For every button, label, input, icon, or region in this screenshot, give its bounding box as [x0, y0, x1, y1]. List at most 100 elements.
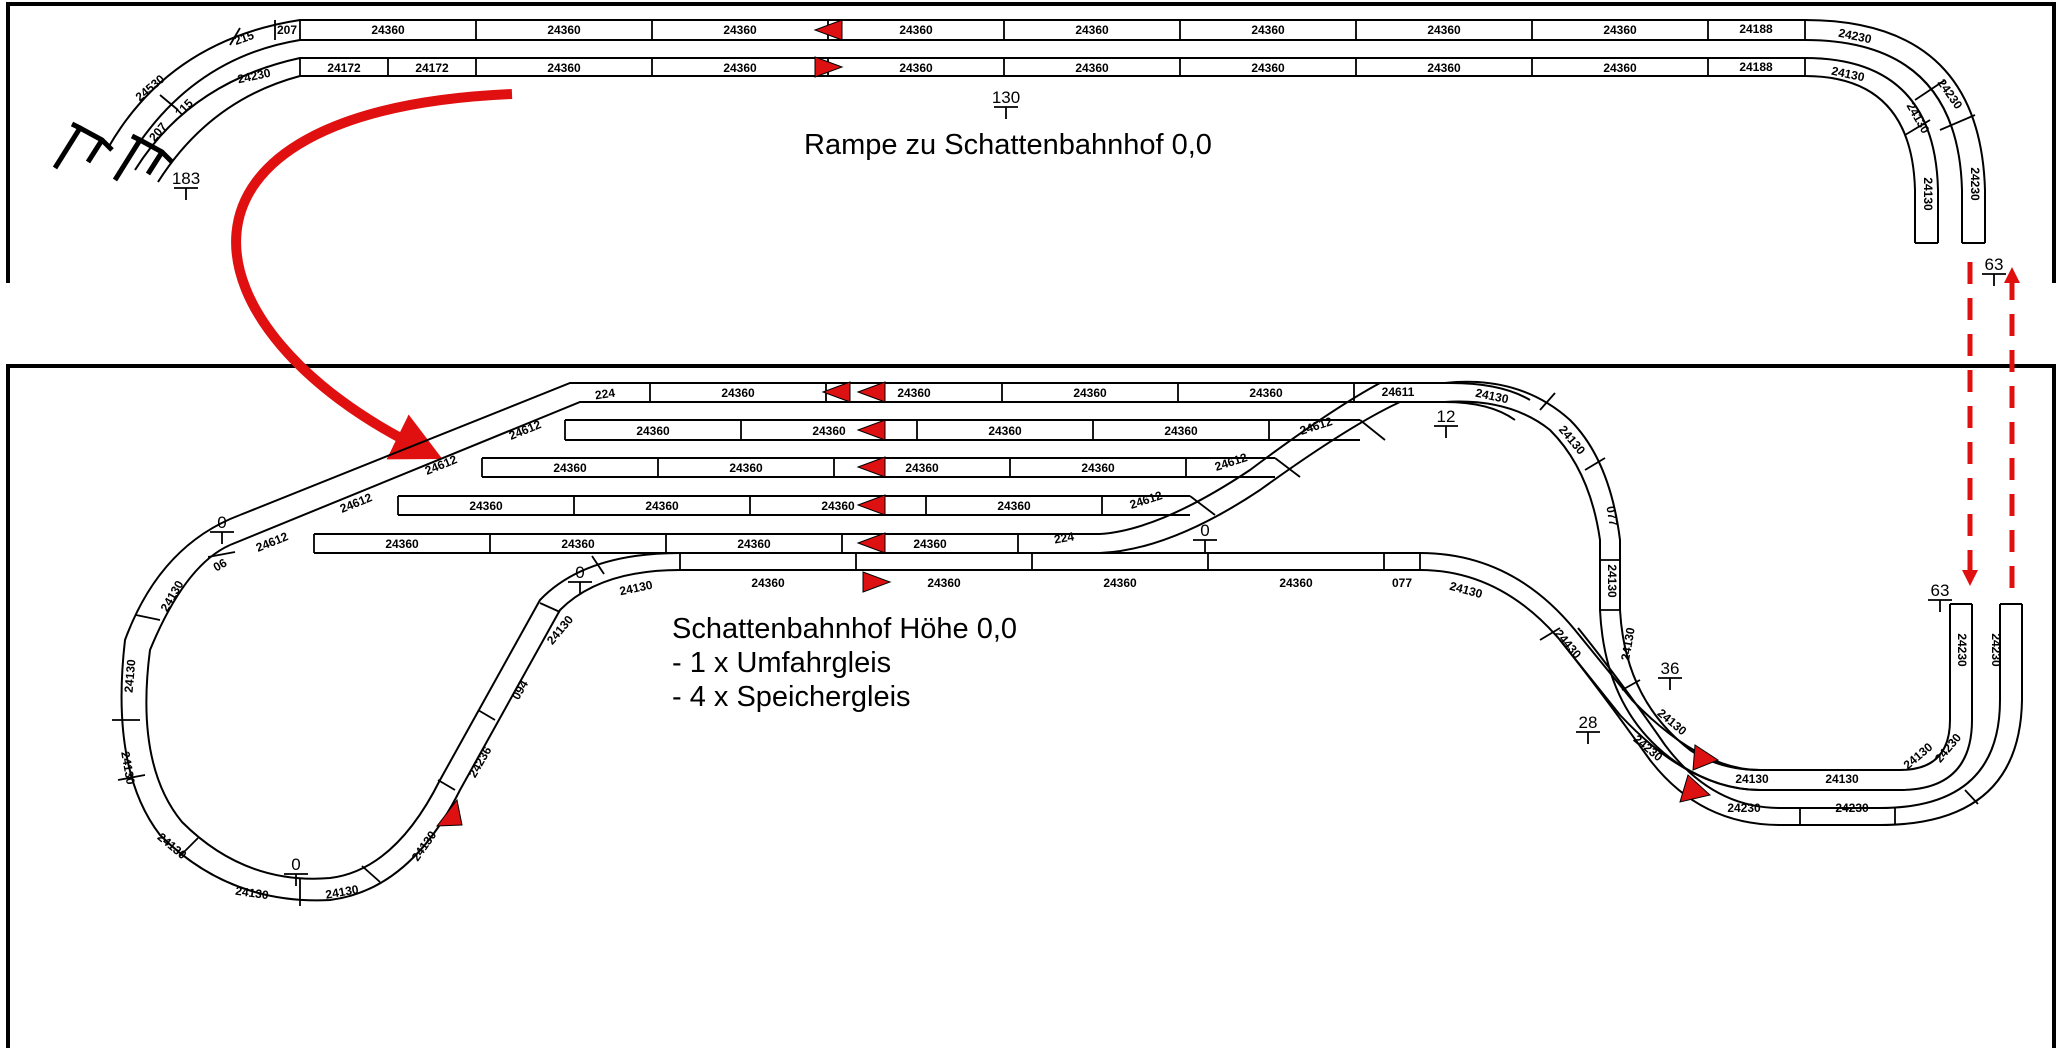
svg-text:24130: 24130: [158, 578, 187, 614]
svg-text:24360: 24360: [812, 424, 846, 438]
svg-text:24611: 24611: [1382, 385, 1415, 399]
svg-text:224: 224: [594, 386, 616, 403]
direction-arrow-icon: [821, 381, 851, 403]
svg-text:24360: 24360: [1103, 576, 1137, 590]
svg-text:24360: 24360: [997, 499, 1031, 513]
station-direction-arrows: [435, 381, 1720, 827]
direction-arrow-icon: [1692, 744, 1720, 771]
direction-arrow-icon: [435, 798, 463, 827]
direction-arrow-icon: [813, 19, 843, 41]
svg-text:24612: 24612: [423, 452, 459, 478]
svg-text:24612: 24612: [1213, 450, 1249, 474]
direction-arrow-icon: [1679, 774, 1712, 803]
svg-text:24130: 24130: [1448, 579, 1484, 601]
ramp-outer-label: 207: [277, 23, 297, 37]
ramp-outer-label: 24360: [723, 23, 757, 37]
ramp-inner-labels: 24230 24172 24172 24360 24360 24360 2436…: [236, 60, 1866, 86]
bypass-labels: 24130 24360 24360 24360 24360 077 24130: [618, 576, 1484, 601]
svg-text:24430: 24430: [1552, 627, 1584, 662]
ramp-inner-label: 24360: [547, 61, 581, 75]
svg-text:24612: 24612: [1128, 488, 1164, 512]
svg-text:24130: 24130: [1921, 177, 1935, 211]
svg-text:24360: 24360: [897, 386, 931, 400]
svg-text:24130: 24130: [1556, 423, 1588, 458]
svg-text:06: 06: [211, 555, 230, 574]
ramp-outer-labels: 215 207 24360 24360 24360 24360 24360 24…: [232, 22, 1873, 48]
svg-text:24360: 24360: [721, 386, 755, 400]
direction-arrow-icon: [856, 532, 886, 554]
svg-text:24130: 24130: [122, 658, 139, 693]
height-mark: 0: [291, 855, 300, 874]
station-height-marks: 0 0 0 0 12 36 28 63: [210, 407, 1952, 886]
direction-arrow-icon: [862, 571, 892, 593]
svg-text:24360: 24360: [751, 576, 785, 590]
ramp-outer-label: 215: [232, 28, 256, 48]
ramp-outer-label: 24360: [899, 23, 933, 37]
svg-text:24130: 24130: [1618, 626, 1638, 662]
svg-text:24360: 24360: [553, 461, 587, 475]
svg-text:24612: 24612: [507, 417, 543, 443]
ramp-outer-label: 24360: [547, 23, 581, 37]
svg-text:24530: 24530: [133, 72, 168, 104]
ramp-outer-label: 24360: [1603, 23, 1637, 37]
svg-text:24360: 24360: [561, 537, 595, 551]
svg-text:24360: 24360: [385, 537, 419, 551]
station-separators: [313, 383, 1355, 553]
svg-text:24130: 24130: [324, 882, 360, 902]
height-mark: 28: [1579, 713, 1598, 732]
direction-arrow-icon: [856, 494, 886, 516]
svg-text:207: 207: [146, 120, 170, 145]
svg-text:24360: 24360: [729, 461, 763, 475]
height-mark: 0: [575, 563, 584, 582]
height-mark: 0: [1200, 521, 1209, 540]
ramp-inner-label: 24188: [1739, 60, 1773, 74]
svg-text:224: 224: [1053, 529, 1075, 546]
ramp-inner-label: 24230: [236, 66, 272, 87]
direction-arrow-icon: [814, 56, 844, 78]
ramp-outer-label: 24230: [1837, 26, 1873, 47]
svg-text:24230: 24230: [1955, 633, 1969, 667]
svg-text:24130: 24130: [1825, 772, 1859, 786]
ramp-outer-label: 24188: [1739, 22, 1773, 36]
ramp-outer-label: 24360: [1251, 23, 1285, 37]
svg-text:24130: 24130: [618, 578, 654, 599]
ramp-inner-label: 24172: [327, 61, 361, 75]
ramp-outer-label: 24360: [371, 23, 405, 37]
ramp-inner-label: 24130: [1830, 64, 1866, 85]
direction-arrow-icon: [856, 381, 886, 403]
svg-text:24130: 24130: [1605, 564, 1619, 598]
transfer-arrow-icon: [231, 89, 513, 460]
svg-text:24130: 24130: [118, 750, 138, 786]
height-mark: 63: [1931, 581, 1950, 600]
svg-text:24230: 24230: [1932, 730, 1964, 765]
station-title: Schattenbahnhof Höhe 0,0: [672, 613, 1017, 645]
svg-text:24360: 24360: [1164, 424, 1198, 438]
direction-arrow-icon: [856, 456, 886, 478]
svg-text:24130: 24130: [1735, 772, 1769, 786]
ramp-inner-label: 24360: [1251, 61, 1285, 75]
right-s-curve-labels: 24130 24130 077 24130 24130 24130 24130 …: [1474, 386, 1935, 786]
svg-text:077: 077: [1603, 505, 1620, 527]
height-mark: 0: [217, 513, 226, 532]
ramp-title: Rampe zu Schattenbahnhof 0,0: [804, 129, 1212, 161]
station-detail: - 4 x Speichergleis: [672, 681, 911, 713]
left-loop-track: [112, 514, 681, 906]
svg-text:24360: 24360: [905, 461, 939, 475]
station-ladder: [229, 381, 1531, 554]
svg-text:24360: 24360: [988, 424, 1022, 438]
ramp-inner-label: 24360: [723, 61, 757, 75]
height-mark: 36: [1661, 659, 1680, 678]
svg-text:24360: 24360: [1081, 461, 1115, 475]
svg-text:24360: 24360: [821, 499, 855, 513]
ramp-height-marks: 183 130 63: [172, 88, 2006, 286]
svg-text:24360: 24360: [1279, 576, 1313, 590]
svg-text:24230: 24230: [1968, 167, 1982, 201]
svg-text:24360: 24360: [1073, 386, 1107, 400]
svg-text:24236: 24236: [466, 744, 495, 780]
ascent-curve-track: [1559, 603, 2023, 826]
direction-arrow-icon: [856, 419, 886, 441]
ramp-segment-separators: [159, 20, 1976, 136]
height-mark: 130: [992, 88, 1020, 107]
svg-text:24130: 24130: [409, 828, 440, 864]
